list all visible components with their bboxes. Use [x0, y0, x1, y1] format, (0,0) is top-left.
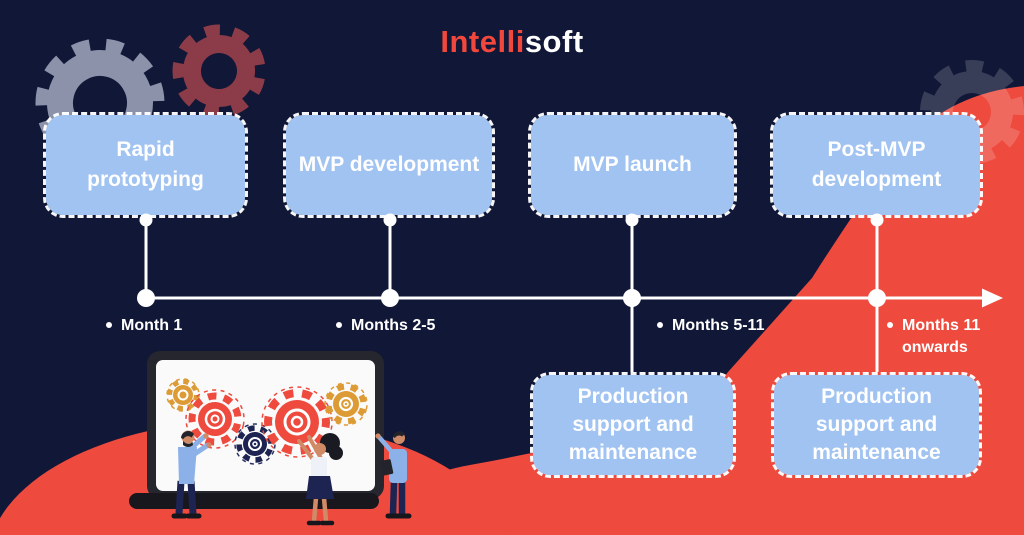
timeline-month-3: Months 5-11 — [657, 315, 764, 337]
laptop-icon — [147, 351, 384, 499]
timeline-month-4: Months 11 onwards — [887, 315, 997, 358]
phase-box-post-mvp-development: Post-MVP development — [770, 112, 983, 218]
gear-red-icon — [185, 389, 245, 449]
phase-box-mvp-development: MVP development — [283, 112, 495, 218]
timeline-dot-4 — [868, 289, 886, 307]
person-right — [375, 431, 412, 519]
timeline-month-1: Month 1 — [106, 315, 182, 337]
gear-red-large-icon — [261, 386, 333, 458]
support-label: Production support and maintenance — [568, 385, 698, 464]
bullet-icon — [887, 322, 893, 328]
month-label: Months 11 onwards — [902, 317, 981, 356]
brand-name-primary: Intelli — [440, 24, 525, 59]
month-label: Months 5-11 — [672, 317, 765, 334]
phase-box-rapid-prototyping: Rapid prototyping — [43, 112, 248, 218]
bullet-icon — [336, 322, 342, 328]
gear-orange-right-icon — [324, 382, 368, 426]
bullet-icon — [657, 322, 663, 328]
phase-box-mvp-launch: MVP launch — [528, 112, 737, 218]
person-left — [171, 430, 212, 519]
timeline-dot-3 — [623, 289, 641, 307]
phase-label: MVP launch — [573, 152, 692, 176]
phase-label: Rapid prototyping — [87, 137, 204, 191]
gear-navy-icon — [234, 423, 276, 465]
month-label: Months 2-5 — [351, 317, 436, 334]
brand-name-secondary: soft — [524, 24, 584, 59]
brand-logo: Intellisoft — [0, 26, 1024, 57]
support-box-2: Production support and maintenance — [771, 372, 982, 478]
support-label: Production support and maintenance — [812, 385, 941, 464]
timeline-month-2: Months 2-5 — [336, 315, 435, 337]
person-center — [297, 433, 343, 526]
laptop-base — [129, 493, 379, 509]
red-blob-bottom-left — [0, 420, 508, 535]
month-label: Month 1 — [121, 317, 183, 334]
support-box-1: Production support and maintenance — [530, 372, 736, 478]
timeline-dot-2 — [381, 289, 399, 307]
phase-label: MVP development — [298, 152, 480, 176]
bullet-icon — [106, 322, 112, 328]
phase-label: Post-MVP development — [811, 137, 942, 191]
timeline-arrow-icon — [982, 288, 1003, 308]
gear-orange-small-icon — [166, 378, 200, 412]
timeline-dot-1 — [137, 289, 155, 307]
